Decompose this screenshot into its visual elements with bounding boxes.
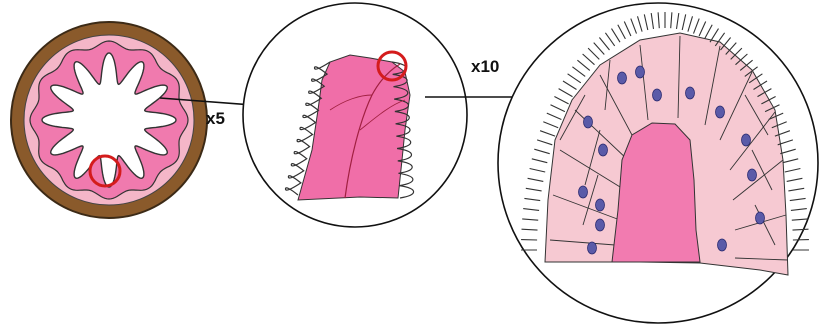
nucleus <box>596 219 605 231</box>
nucleus <box>756 212 765 224</box>
nucleus <box>742 134 751 146</box>
nucleus <box>579 186 588 198</box>
nucleus <box>748 169 757 181</box>
intestine-cross-section <box>11 22 207 218</box>
nucleus <box>716 106 725 118</box>
nucleus <box>653 89 662 101</box>
epithelium-magnified-view <box>498 3 818 323</box>
nucleus <box>686 87 695 99</box>
nucleus <box>618 72 627 84</box>
nucleus <box>596 199 605 211</box>
nucleus <box>599 144 608 156</box>
nucleus <box>718 239 727 251</box>
magnification-label-x5: x5 <box>206 109 225 129</box>
magnification-label-x10: x10 <box>471 57 499 77</box>
villus-magnified-view <box>243 3 467 227</box>
nucleus <box>588 242 597 254</box>
nucleus <box>584 116 593 128</box>
nucleus <box>636 66 645 78</box>
